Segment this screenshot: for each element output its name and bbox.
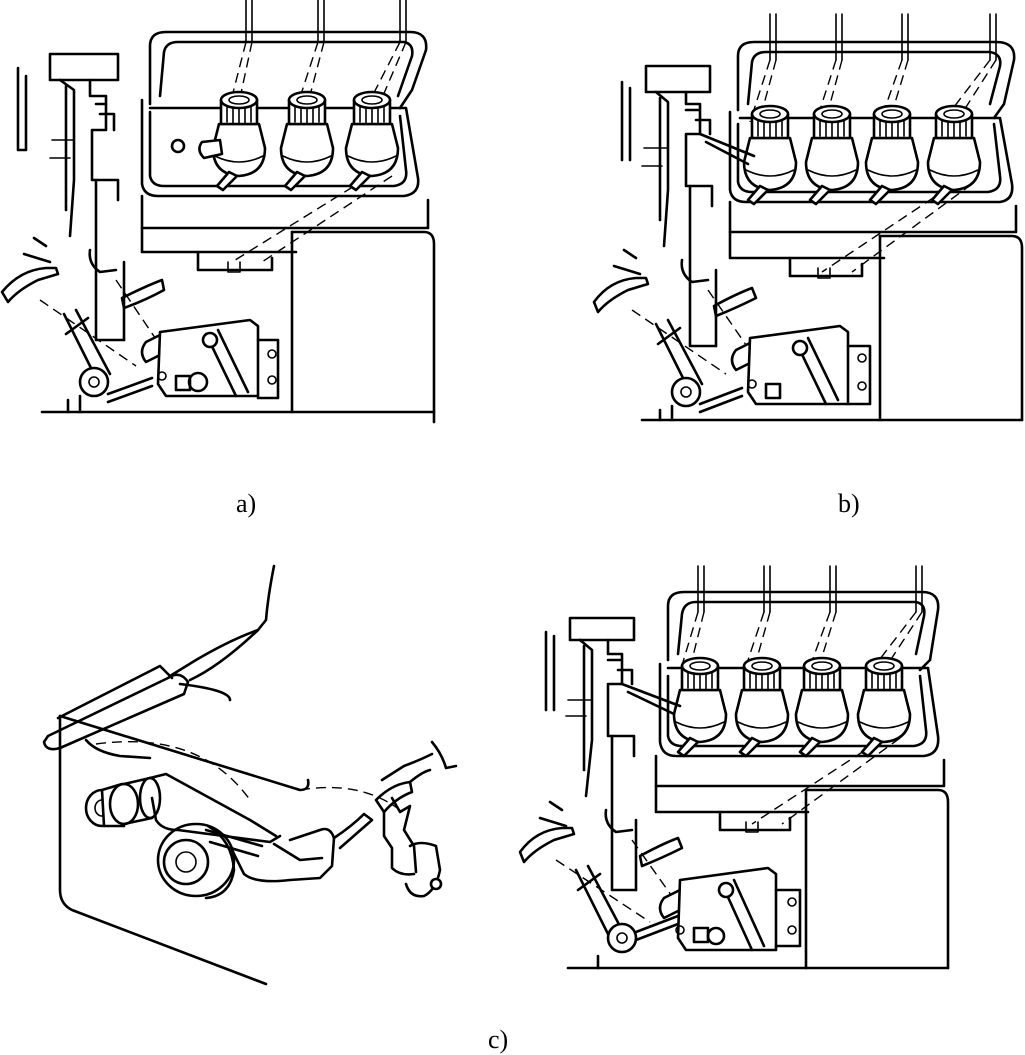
panel-c-right [518,565,950,970]
caption-c: c) [488,1025,508,1054]
panel-a [0,0,436,424]
panel-c-left [42,564,458,986]
caption-a: a) [236,489,256,518]
caption-b: b) [838,489,860,518]
panel-b [592,13,1024,422]
